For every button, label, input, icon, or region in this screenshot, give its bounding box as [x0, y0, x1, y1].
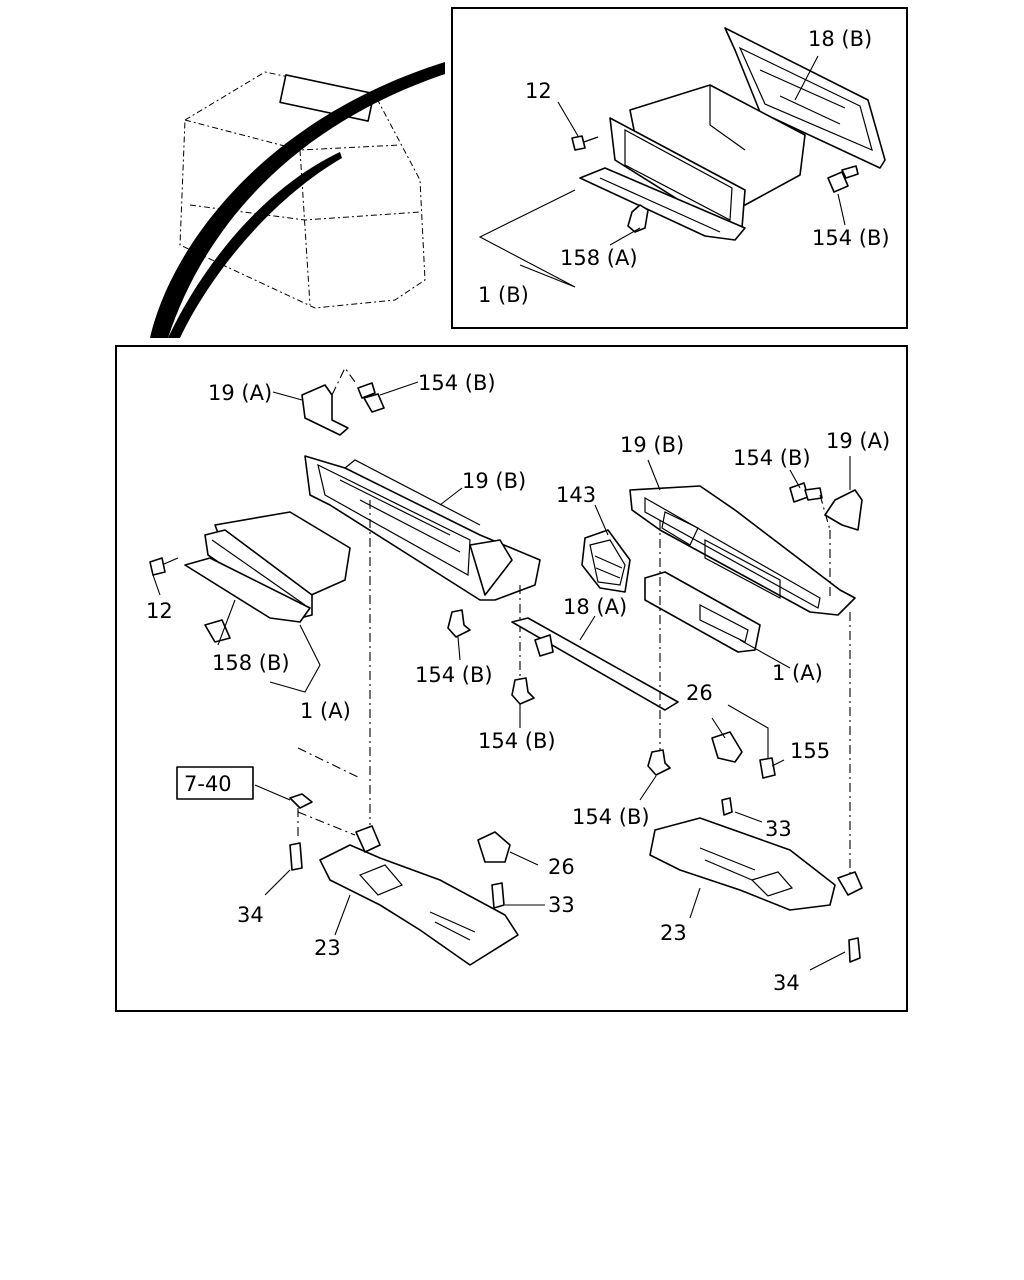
screw-12 — [149, 557, 179, 576]
screw-34-left — [289, 842, 303, 871]
callout-154b-low: 154 (B) — [478, 729, 556, 753]
bolt-154b-low — [511, 677, 535, 705]
callout-143: 143 — [556, 483, 596, 507]
callout-154b-bottom: 154 (B) — [572, 805, 650, 829]
bolt-154b-top — [357, 382, 385, 413]
cab-outline — [150, 62, 445, 338]
callout-154b-top: 154 (B) — [418, 371, 496, 395]
strip-18a — [511, 617, 679, 711]
inset-box — [579, 84, 806, 241]
ref-box — [176, 766, 254, 800]
glovebox-1a-left — [184, 511, 351, 623]
bolt-154b-bottom — [647, 749, 671, 776]
callout-19b-mid: 19 (B) — [462, 469, 526, 493]
inset-screw-12 — [571, 135, 599, 151]
callout-154b-right: 154 (B) — [733, 446, 811, 470]
callout-158b: 158 (B) — [212, 651, 290, 675]
callout-ref-box: 7-40 — [184, 772, 232, 796]
inset-panel: 18 (B) 12 154 (B) 158 (A) 1 (B) — [451, 7, 908, 329]
callout-154b-mid: 154 (B) — [415, 663, 493, 687]
callout-34-left: 34 — [237, 903, 264, 927]
callout-1a-left: 1 (A) — [300, 699, 351, 723]
clip-26-right — [711, 731, 743, 763]
callout-19a-left: 19 (A) — [208, 381, 272, 405]
screw-155 — [759, 757, 776, 779]
callout-23-right: 23 — [660, 921, 687, 945]
grille-143 — [581, 529, 631, 593]
housing-19b-right — [629, 485, 856, 616]
clip-26-left — [477, 831, 511, 863]
callout-19b-right: 19 (B) — [620, 433, 684, 457]
bolt-154b-right — [789, 482, 823, 503]
hinge-left — [355, 825, 381, 853]
callout-34-right: 34 — [773, 971, 800, 995]
screw-33-right — [721, 797, 733, 816]
bracket-19a-left — [301, 384, 349, 436]
screw-33-left — [491, 882, 505, 909]
callout-26-left: 26 — [548, 855, 575, 879]
screw-34-right — [848, 937, 861, 963]
callout-23-left: 23 — [314, 936, 341, 960]
visor-23-right — [649, 817, 836, 911]
callout-26-right: 26 — [686, 681, 713, 705]
part-ref-pad — [289, 793, 313, 809]
bracket-19a-right — [824, 489, 863, 531]
inset-bolt-154b — [827, 165, 859, 193]
inset-plate-18b — [724, 27, 886, 169]
callout-1b: 1 (B) — [478, 283, 529, 307]
visor-23-left — [319, 844, 519, 966]
housing-19b-center — [304, 455, 541, 601]
callout-33-right: 33 — [765, 817, 792, 841]
lid-1a-right — [644, 571, 761, 653]
callout-12: 12 — [525, 79, 552, 103]
main-panel: 19 (A) 154 (B) 19 (B) 12 158 (B) 154 (B)… — [115, 345, 908, 1012]
callout-12: 12 — [146, 599, 173, 623]
callout-1a-right: 1 (A) — [772, 661, 823, 685]
callout-18a: 18 (A) — [563, 595, 627, 619]
callout-154b: 154 (B) — [812, 226, 890, 250]
bolt-154b-mid — [447, 609, 471, 638]
clip-158b — [204, 619, 231, 643]
callout-18b: 18 (B) — [808, 27, 872, 51]
callout-158a: 158 (A) — [560, 246, 638, 270]
hinge-right — [837, 871, 863, 896]
callout-19a-right: 19 (A) — [826, 429, 890, 453]
callout-155: 155 — [790, 739, 830, 763]
callout-33-left: 33 — [548, 893, 575, 917]
